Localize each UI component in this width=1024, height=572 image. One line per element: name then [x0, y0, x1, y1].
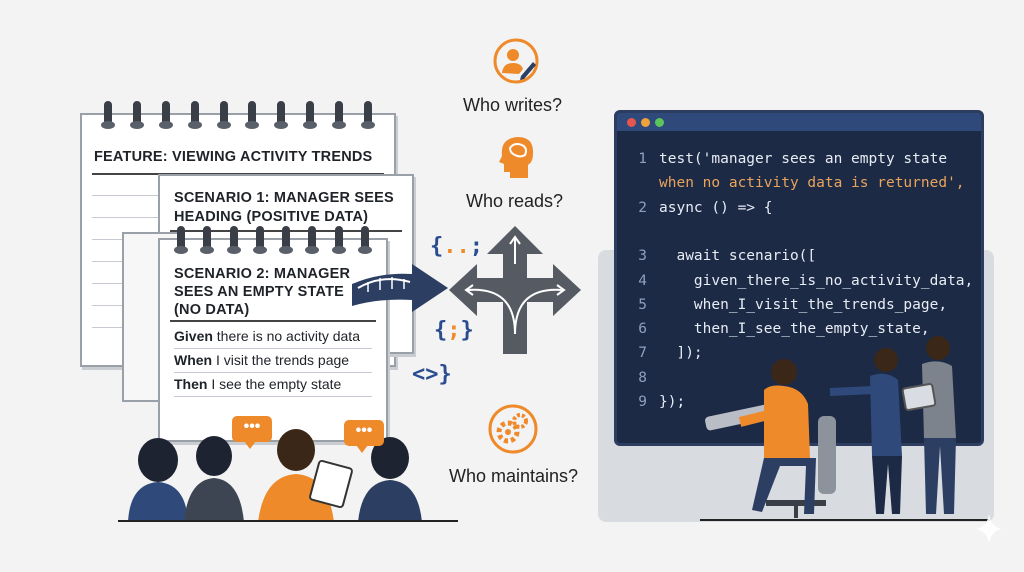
code-line-number: 5	[638, 296, 647, 313]
code-line-number: 8	[638, 369, 647, 386]
question-who-writes: Who writes?	[463, 95, 563, 115]
speech-bubble-2: •••	[344, 420, 384, 453]
speech-bubble-1: •••	[232, 416, 272, 449]
scenario2-title-line3: (NO DATA)	[174, 302, 250, 318]
person-pen-icon	[493, 38, 539, 84]
code-line-number: 3	[638, 248, 647, 265]
code-line-number: 9	[638, 394, 647, 410]
editor-title-bar	[617, 113, 981, 131]
code-line-number: 2	[638, 199, 647, 216]
code-line: given_there_is_no_activity_data,	[659, 272, 974, 289]
code-line: test('manager sees an empty state	[659, 151, 948, 167]
code-line-number: 7	[638, 345, 647, 362]
minimize-dot-icon	[641, 118, 650, 127]
code-line-number: 4	[638, 272, 647, 289]
scenario-step-then: Then I see the empty state	[174, 373, 372, 397]
developers-illustration	[700, 336, 990, 521]
angle-symbol: <>}	[412, 362, 452, 387]
code-line: when no activity data is returned',	[659, 175, 965, 192]
code-line: then_I_see_the_empty_state,	[659, 321, 930, 338]
bridge-arrow-icon	[352, 264, 448, 312]
code-line-number: 6	[638, 321, 647, 338]
scenario1-title-line2: HEADING (POSITIVE DATA)	[174, 209, 369, 225]
code-line-number: 1	[638, 151, 647, 167]
crossroads-arrow-icon	[449, 226, 581, 354]
code-line: when_I_visit_the_trends_page,	[659, 296, 948, 313]
scenario2-title-line1: SCENARIO 2: MANAGER	[174, 266, 351, 282]
head-brain-icon	[499, 137, 534, 178]
code-editor-window: 1 test('manager sees an empty state when n…	[614, 110, 984, 446]
gears-icon	[488, 404, 538, 454]
code-line: ]);	[659, 345, 703, 362]
braces-symbol-mid: {;}	[434, 318, 474, 343]
question-who-maintains: Who maintains?	[449, 466, 579, 486]
scenario2-notepad: SCENARIO 2: MANAGER SEES AN EMPTY STATE …	[158, 226, 388, 442]
scenario-step-when: When I visit the trends page	[174, 349, 372, 373]
code-line: });	[659, 394, 686, 410]
notepad-rings	[82, 101, 394, 129]
code-line: async () => {	[659, 199, 773, 216]
maximize-dot-icon	[655, 118, 664, 127]
notepad-rings-2	[160, 226, 386, 254]
sparkle-icon	[976, 514, 1002, 544]
close-dot-icon	[627, 118, 636, 127]
scenario1-title-line1: SCENARIO 1: MANAGER SEES	[174, 190, 394, 206]
question-who-reads: Who reads?	[466, 191, 564, 211]
reviewers-group-illustration	[118, 429, 458, 522]
braces-symbol-top: {..;	[430, 234, 483, 259]
scenario2-title-line2: SEES AN EMPTY STATE	[174, 284, 345, 300]
scenario-step-given: Given there is no activity data	[174, 325, 372, 349]
code-line: await scenario([	[659, 248, 817, 265]
feature-title: FEATURE: VIEWING ACTIVITY TRENDS	[94, 149, 373, 165]
